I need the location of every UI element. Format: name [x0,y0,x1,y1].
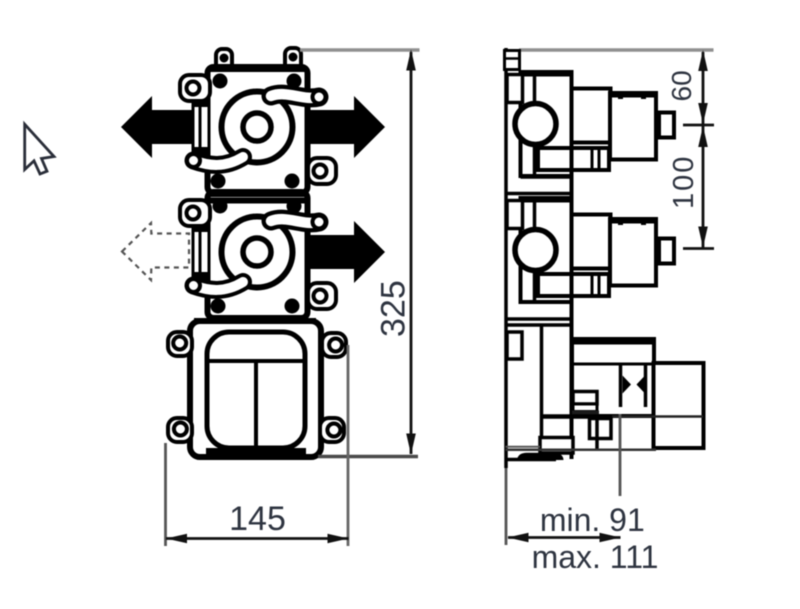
svg-text:100: 100 [668,155,700,209]
svg-text:60: 60 [666,70,697,101]
svg-text:max. 111: max. 111 [532,539,659,575]
svg-text:325: 325 [375,280,413,337]
svg-text:145: 145 [229,500,286,538]
svg-text:min. 91: min. 91 [540,502,645,538]
